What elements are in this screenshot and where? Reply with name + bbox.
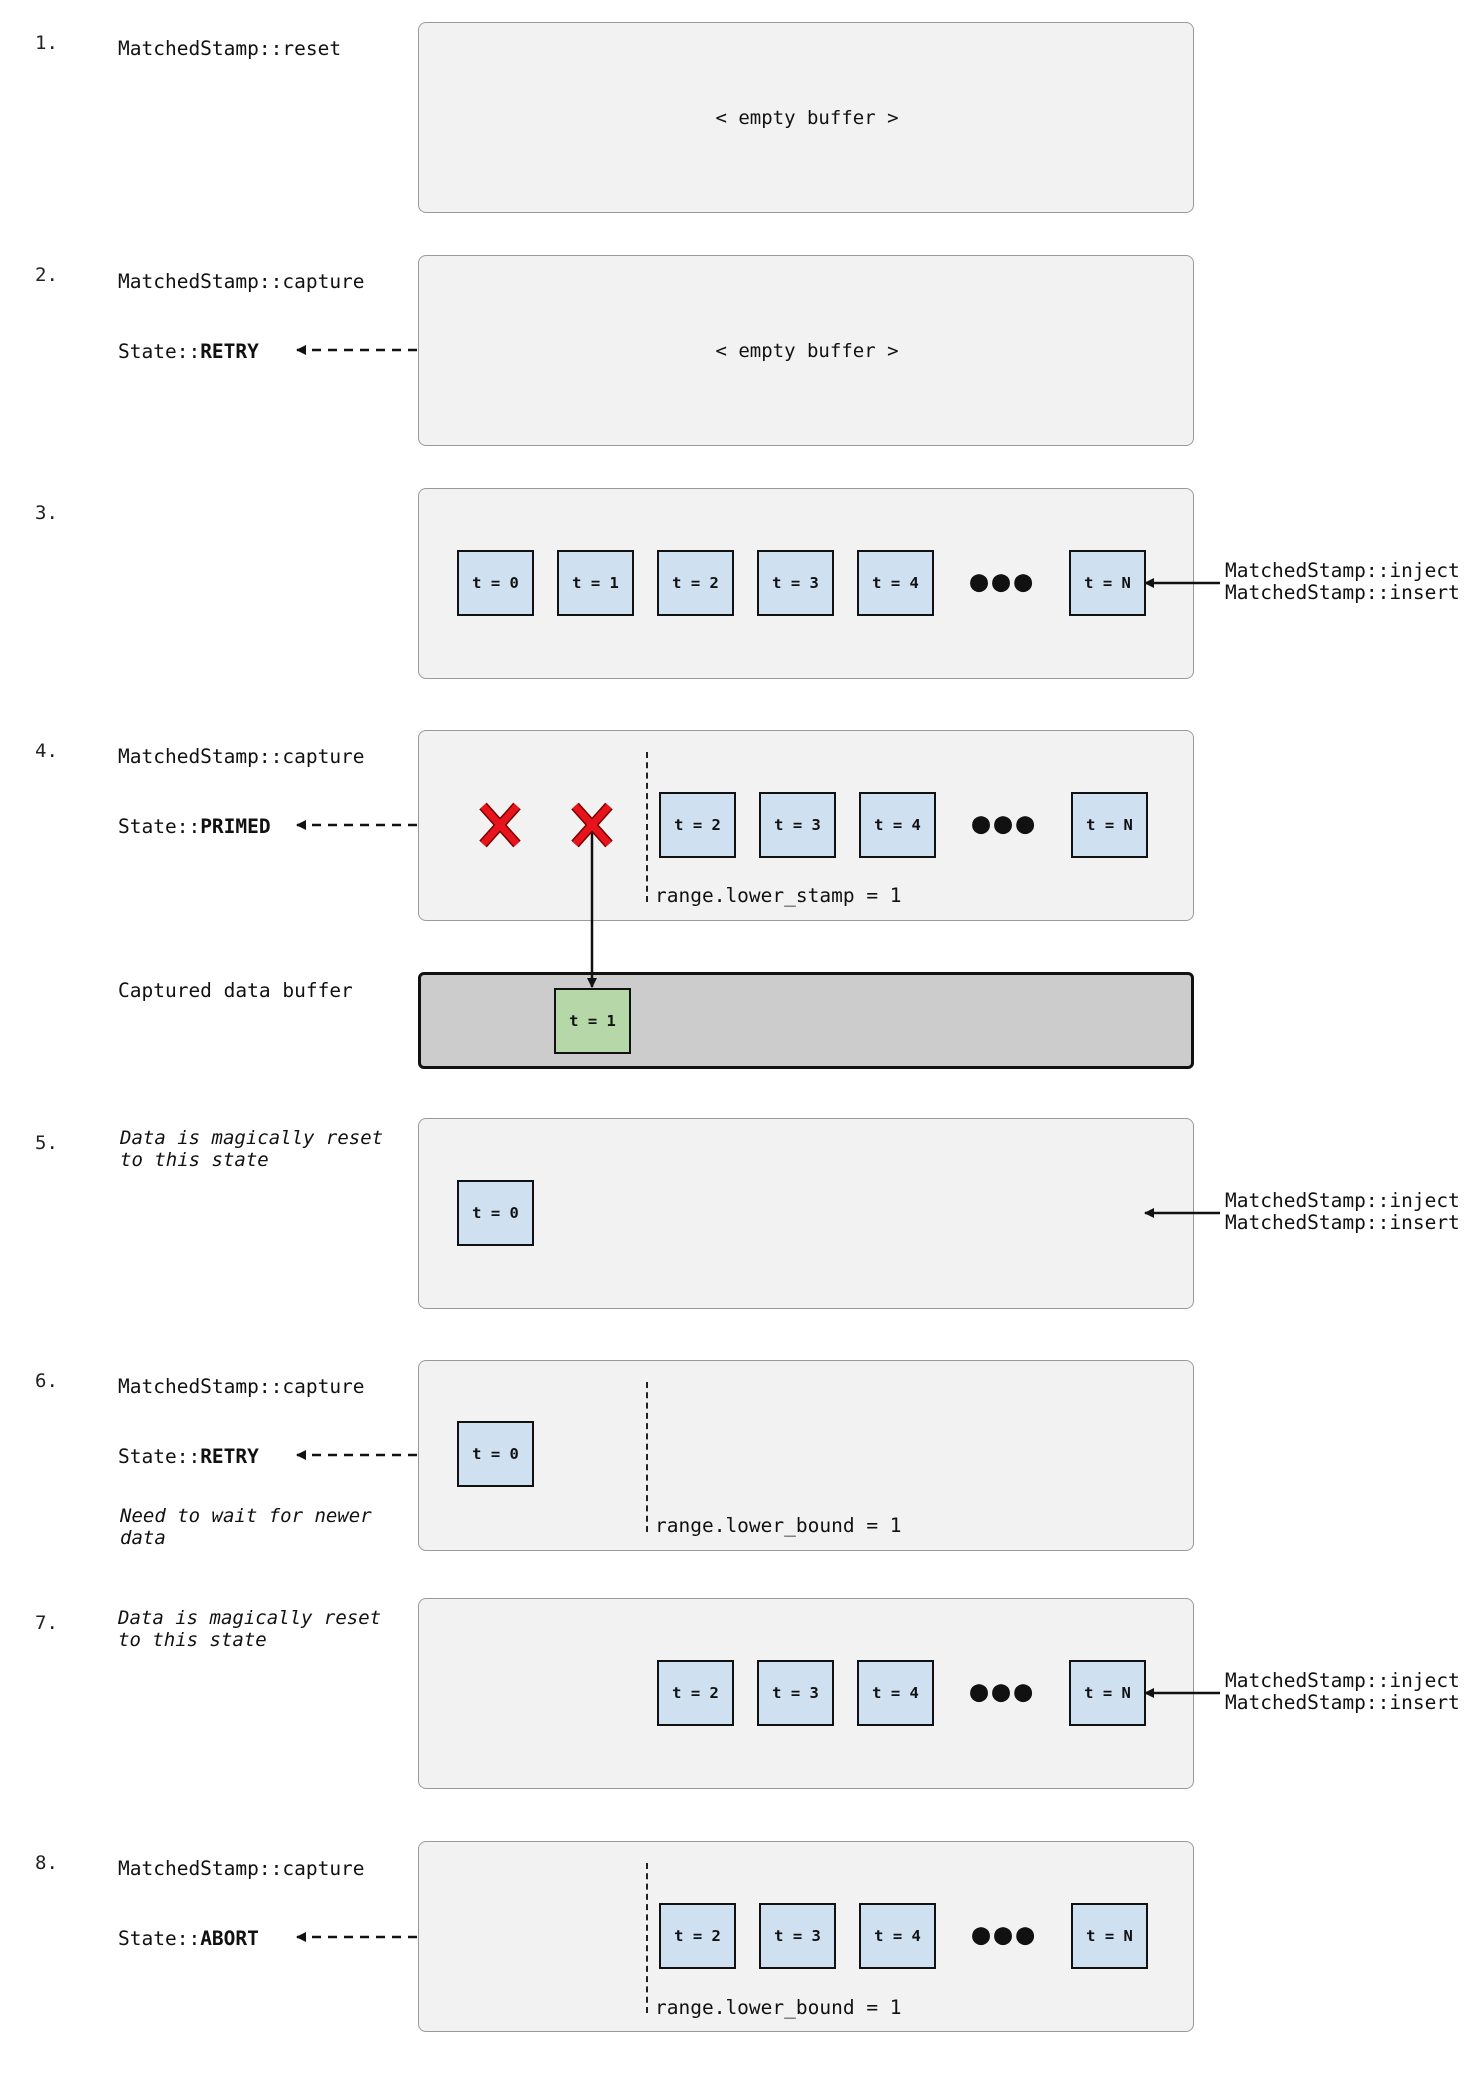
note-line: to this state [118, 1629, 267, 1651]
step-number-1: 1. [35, 32, 58, 54]
buffer-cell: t = 4 [857, 550, 934, 616]
buffer-cell: t = 2 [659, 792, 736, 858]
step8-label: MatchedStamp::capture [118, 1857, 365, 1880]
buffer-cell: t = N [1069, 550, 1146, 616]
empty-buffer-text: < empty buffer > [715, 340, 899, 362]
ellipsis-dots: ●●● [972, 806, 1039, 841]
step6-state: State::RETRY [118, 1445, 259, 1468]
step-number-3: 3. [35, 502, 58, 524]
step-number-6: 6. [35, 1370, 58, 1392]
step2-buffer-panel: < empty buffer > [418, 255, 1194, 446]
state-value: ABORT [200, 1927, 259, 1950]
buffer-cell: t = 3 [757, 1660, 834, 1726]
step5-inject-label: MatchedStamp::inject [1225, 1189, 1460, 1212]
step-number-7: 7. [35, 1612, 58, 1634]
buffer-cell: t = 3 [757, 550, 834, 616]
state-value: RETRY [200, 1445, 259, 1468]
step3-insert-label: MatchedStamp::insert [1225, 581, 1460, 604]
step6-buffer-panel [418, 1360, 1194, 1551]
note-line: to this state [120, 1149, 269, 1171]
lower-bound-divider [646, 1863, 648, 2013]
step4-state: State::PRIMED [118, 815, 271, 838]
note-line: Need to wait for newer [120, 1505, 372, 1527]
lower-bound-divider [646, 1382, 648, 1532]
range-lower-bound-label: range.lower_bound = 1 [655, 1996, 902, 2019]
buffer-cell: t = 0 [457, 1421, 534, 1487]
buffer-cell: t = 4 [857, 1660, 934, 1726]
step-number-8: 8. [35, 1852, 58, 1874]
captured-data-buffer [418, 972, 1194, 1069]
step6-note: Need to wait for newer data [120, 1505, 372, 1549]
step7-inject-label: MatchedStamp::inject [1225, 1669, 1460, 1692]
state-prefix: State:: [118, 1445, 201, 1468]
state-value: PRIMED [200, 815, 271, 838]
range-lower-stamp-label: range.lower_stamp = 1 [655, 884, 902, 907]
buffer-cell: t = N [1069, 1660, 1146, 1726]
note-line: Data is magically reset [120, 1127, 384, 1149]
buffer-cell: t = 3 [759, 792, 836, 858]
step-number-4: 4. [35, 740, 58, 762]
captured-cell: t = 1 [554, 988, 631, 1054]
step8-state: State::ABORT [118, 1927, 259, 1950]
note-line: Data is magically reset [118, 1607, 382, 1629]
buffer-cell: t = 2 [659, 1903, 736, 1969]
buffer-cell: t = N [1071, 792, 1148, 858]
ellipsis-dots: ●●● [970, 564, 1037, 599]
buffer-cell: t = 0 [457, 1180, 534, 1246]
step5-insert-label: MatchedStamp::insert [1225, 1211, 1460, 1234]
note-line: data [120, 1527, 166, 1549]
buffer-cell: t = 4 [859, 1903, 936, 1969]
buffer-cell: t = 3 [759, 1903, 836, 1969]
step2-label: MatchedStamp::capture [118, 270, 365, 293]
state-prefix: State:: [118, 1927, 201, 1950]
step6-label: MatchedStamp::capture [118, 1375, 365, 1398]
step5-note: Data is magically reset to this state [120, 1127, 383, 1171]
buffer-cell: t = 4 [859, 792, 936, 858]
step3-inject-label: MatchedStamp::inject [1225, 559, 1460, 582]
empty-buffer-text: < empty buffer > [715, 107, 899, 129]
buffer-cell: t = 1 [557, 550, 634, 616]
captured-buffer-label: Captured data buffer [118, 979, 353, 1002]
step7-insert-label: MatchedStamp::insert [1225, 1691, 1460, 1714]
state-value: RETRY [200, 340, 259, 363]
step4-label: MatchedStamp::capture [118, 745, 365, 768]
range-lower-bound-label: range.lower_bound = 1 [655, 1514, 902, 1537]
ellipsis-dots: ●●● [972, 1917, 1039, 1952]
step1-label: MatchedStamp::reset [118, 37, 342, 60]
buffer-cell: t = 2 [657, 550, 734, 616]
buffer-cell: t = 2 [657, 1660, 734, 1726]
buffer-cell: t = N [1071, 1903, 1148, 1969]
state-prefix: State:: [118, 340, 201, 363]
buffer-cell: t = 0 [457, 550, 534, 616]
step7-note: Data is magically reset to this state [118, 1607, 381, 1651]
step-number-5: 5. [35, 1132, 58, 1154]
state-prefix: State:: [118, 815, 201, 838]
step2-state: State::RETRY [118, 340, 259, 363]
step5-buffer-panel [418, 1118, 1194, 1309]
step-number-2: 2. [35, 264, 58, 286]
lower-stamp-divider [646, 752, 648, 902]
step1-buffer-panel: < empty buffer > [418, 22, 1194, 213]
ellipsis-dots: ●●● [970, 1674, 1037, 1709]
